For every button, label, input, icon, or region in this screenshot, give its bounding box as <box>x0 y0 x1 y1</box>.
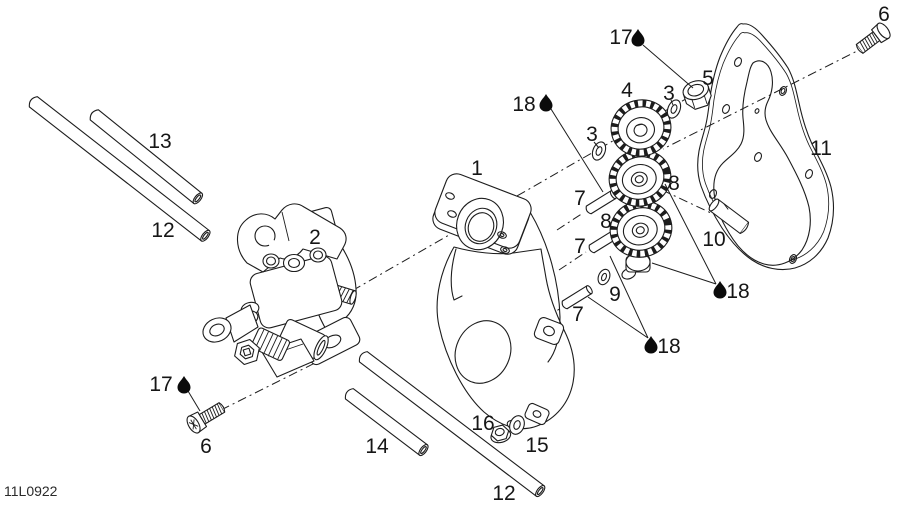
leader-18-top <box>550 108 604 193</box>
callout-11: 11 <box>810 137 832 160</box>
part-washer-3-right <box>666 99 682 119</box>
oil-drop-icon <box>631 29 645 47</box>
part-screw-6-bottom <box>186 402 226 434</box>
callout-17-top: 17 <box>609 26 632 49</box>
pump-banjo-bolt <box>234 338 260 366</box>
part-tube-12-top <box>28 96 211 242</box>
oil-drops <box>177 29 727 394</box>
callout-13: 13 <box>148 130 171 153</box>
leader-17-top <box>642 44 694 89</box>
part-gear-8-lower <box>609 200 673 258</box>
callout-18-right: 18 <box>726 280 749 303</box>
leader-lines <box>187 44 717 412</box>
part-tube-13 <box>89 109 204 205</box>
part-washer-15 <box>509 415 525 435</box>
part-washer-3-left <box>591 141 607 161</box>
callout-4: 4 <box>621 79 633 102</box>
cover-arm-line <box>529 211 561 363</box>
gasket-holes <box>708 57 814 264</box>
callout-3-left: 3 <box>586 123 598 146</box>
callout-5: 5 <box>702 67 714 90</box>
callout-10: 10 <box>702 228 725 251</box>
cover-right-tab <box>533 316 565 346</box>
centerline-pin2 <box>558 251 587 271</box>
callout-7-middle: 7 <box>574 235 586 258</box>
part-nut-16 <box>490 424 512 444</box>
cover-bottom-tab <box>524 402 550 426</box>
callout-18-bottom: 18 <box>657 335 680 358</box>
pump-banjo-arm <box>225 304 259 343</box>
pump-knurl <box>250 327 291 361</box>
callout-15: 15 <box>525 434 548 457</box>
callout-6-top: 6 <box>878 3 890 26</box>
part-pin-7-lower <box>561 285 593 310</box>
callout-labels: 13 12 2 1 18 3 7 7 7 4 3 17 5 6 11 8 8 9… <box>148 3 890 505</box>
part-pin-7-upper <box>585 190 617 215</box>
callout-7-lower: 7 <box>572 303 584 326</box>
pump-cap <box>282 253 306 273</box>
callout-14: 14 <box>365 435 389 458</box>
centerline-pin1 <box>556 212 584 231</box>
part-oil-pump <box>202 203 361 378</box>
oil-drop-icon <box>644 336 658 354</box>
part-tube-12-bottom <box>358 351 546 498</box>
callout-18-top: 18 <box>512 93 535 116</box>
callout-8-right: 8 <box>668 172 680 195</box>
pump-bolt-right <box>309 247 327 263</box>
part-washer-9 <box>597 268 611 286</box>
callout-3-right: 3 <box>663 82 675 105</box>
leader-18-right <box>651 183 717 285</box>
part-cover <box>432 173 575 430</box>
callout-8-left: 8 <box>600 210 612 233</box>
pump-bolt-left <box>262 253 280 269</box>
leader-3-left <box>593 141 600 149</box>
pump-banjo-ring <box>202 317 232 343</box>
part-gear-4 <box>610 99 672 157</box>
callout-17-bottom: 17 <box>149 373 172 396</box>
oil-drop-icon <box>713 281 727 299</box>
callout-7-upper: 7 <box>574 187 586 210</box>
callout-9: 9 <box>609 283 621 306</box>
part-shaft-10 <box>708 198 750 235</box>
callout-6-bottom: 6 <box>200 435 212 458</box>
leader-3-right <box>670 99 674 106</box>
part-screw-6-top <box>855 22 891 54</box>
leader-18-bottom <box>587 255 649 339</box>
callout-1: 1 <box>471 157 483 180</box>
centerline-screw-top <box>662 45 868 150</box>
callout-12-bottom: 12 <box>492 482 515 505</box>
leader-17-bottom <box>187 390 201 412</box>
callout-16: 16 <box>471 412 494 435</box>
pump-barrel <box>278 318 329 361</box>
callout-12-top: 12 <box>151 219 174 242</box>
pump-bracket <box>236 203 347 273</box>
drawing-code: 11L0922 <box>4 483 58 499</box>
part-tube-14 <box>344 388 429 457</box>
callout-2: 2 <box>309 226 321 249</box>
oil-drop-icon <box>539 94 553 112</box>
oil-drop-icon <box>177 376 191 394</box>
centerline-shaft <box>661 189 712 214</box>
cover-lower-opening <box>454 320 512 384</box>
